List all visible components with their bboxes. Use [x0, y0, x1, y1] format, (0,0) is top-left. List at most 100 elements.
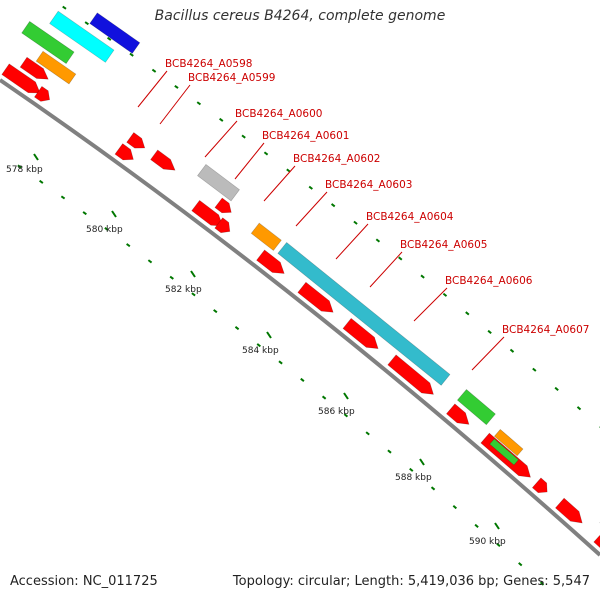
inner-tick-track — [539, 581, 545, 586]
gene-label-leader — [204, 120, 238, 158]
inner-tick-track — [169, 275, 174, 280]
outer-tick-track — [487, 329, 492, 335]
inner-tick-track — [300, 377, 305, 382]
outer-tick-track — [576, 406, 582, 411]
gene-label-leader — [335, 223, 369, 260]
major-tick — [419, 458, 425, 466]
outer-tick-track — [353, 220, 358, 225]
inner-tick-track — [474, 523, 479, 529]
inner-tick-track — [191, 292, 196, 297]
orange-feature — [493, 428, 524, 457]
gene-label: BCB4264_A0604 — [366, 211, 454, 223]
cds-arrow — [126, 132, 146, 149]
gene-label-leader — [137, 70, 168, 108]
outer-tick-track — [465, 311, 470, 316]
inner-tick-track — [343, 413, 349, 418]
green-feature — [456, 389, 496, 426]
cds-arrow — [1, 63, 41, 94]
gene-label: BCB4264_A0607 — [502, 324, 589, 336]
inner-tick-track — [365, 431, 370, 436]
gene-label-leader — [413, 287, 448, 322]
gene-label: BCB4264_A0599 — [188, 72, 275, 84]
inner-tick-track — [39, 179, 44, 184]
gene-label-leader — [159, 84, 191, 125]
cds-arrow — [214, 217, 231, 234]
inner-tick-track — [256, 343, 261, 348]
tick-label: 588 kbp — [395, 473, 432, 483]
major-tick — [494, 522, 500, 530]
tick-label: 590 kbp — [469, 537, 506, 547]
gene-label: BCB4264_A0601 — [262, 130, 349, 142]
inner-tick-track — [104, 227, 109, 232]
cds-arrow — [150, 149, 176, 171]
outer-tick-track — [509, 348, 515, 353]
gene-label: BCB4264_A0598 — [165, 58, 252, 70]
outer-tick-track — [375, 238, 381, 243]
outer-tick-track — [219, 117, 224, 122]
tick-label: 586 kbp — [318, 407, 355, 417]
cyan-feature — [277, 242, 451, 386]
orange-feature — [35, 50, 77, 85]
cds-arrow — [297, 281, 334, 313]
cyan-feature — [49, 10, 115, 63]
outer-tick-track — [420, 274, 425, 279]
outer-tick-track — [151, 68, 157, 73]
cds-arrow — [214, 197, 232, 214]
inner-tick-track — [213, 309, 218, 314]
gene-label: BCB4264_A0602 — [293, 153, 380, 165]
outer-tick-track — [308, 185, 313, 190]
cds-arrow — [531, 477, 548, 494]
cds-arrow — [446, 403, 470, 425]
blue-feature — [89, 12, 141, 54]
gene-label: BCB4264_A0606 — [445, 275, 533, 287]
cds-arrow — [256, 249, 285, 274]
inner-tick-track — [518, 562, 523, 567]
outer-tick-track — [84, 21, 89, 26]
outer-tick-track — [129, 52, 134, 57]
inner-tick-track — [496, 542, 501, 548]
inner-tick-track — [430, 486, 436, 491]
cds-arrow — [593, 531, 600, 565]
inner-tick-track — [387, 449, 392, 454]
outer-tick-track — [263, 151, 269, 156]
accession-text: Accession: NC_011725 — [10, 574, 158, 589]
outer-tick-track — [196, 101, 202, 106]
outer-tick-track — [286, 168, 291, 173]
gene-label: BCB4264_A0605 — [400, 239, 487, 251]
major-tick — [33, 153, 39, 161]
major-tick — [111, 210, 117, 218]
cds-arrow — [387, 354, 434, 395]
major-tick — [343, 392, 349, 400]
outer-tick-track — [532, 367, 537, 372]
gene-label: BCB4264_A0600 — [235, 108, 322, 120]
major-tick — [266, 331, 272, 339]
gene-label-leader — [234, 142, 265, 180]
outer-tick-track — [174, 84, 179, 89]
inner-tick-track — [126, 243, 131, 248]
map-title: Bacillus cereus B4264, complete genome — [154, 8, 446, 24]
outer-tick-track — [106, 36, 112, 41]
gray-feature — [197, 164, 240, 202]
gene-label-leader — [471, 336, 505, 371]
green-feature — [489, 438, 519, 466]
tick-label: 580 kbp — [86, 225, 123, 235]
inner-tick-track — [321, 395, 327, 400]
cds-arrow — [19, 56, 49, 80]
inner-tick-track — [409, 467, 414, 472]
inner-tick-track — [234, 326, 240, 331]
outer-tick-track — [62, 5, 67, 10]
outer-tick-track — [241, 134, 246, 139]
gene-label-leader — [263, 165, 296, 202]
cds-arrow — [342, 317, 379, 349]
cds-arrow — [555, 497, 583, 524]
outer-tick-track — [330, 203, 336, 208]
inner-tick-track — [278, 360, 283, 365]
gene-label-leader — [295, 191, 328, 227]
inner-tick-track — [147, 259, 153, 264]
inner-tick-track — [17, 164, 22, 169]
tick-label: 584 kbp — [242, 346, 279, 356]
cds-arrow — [114, 143, 134, 161]
outer-tick-track — [554, 386, 559, 391]
